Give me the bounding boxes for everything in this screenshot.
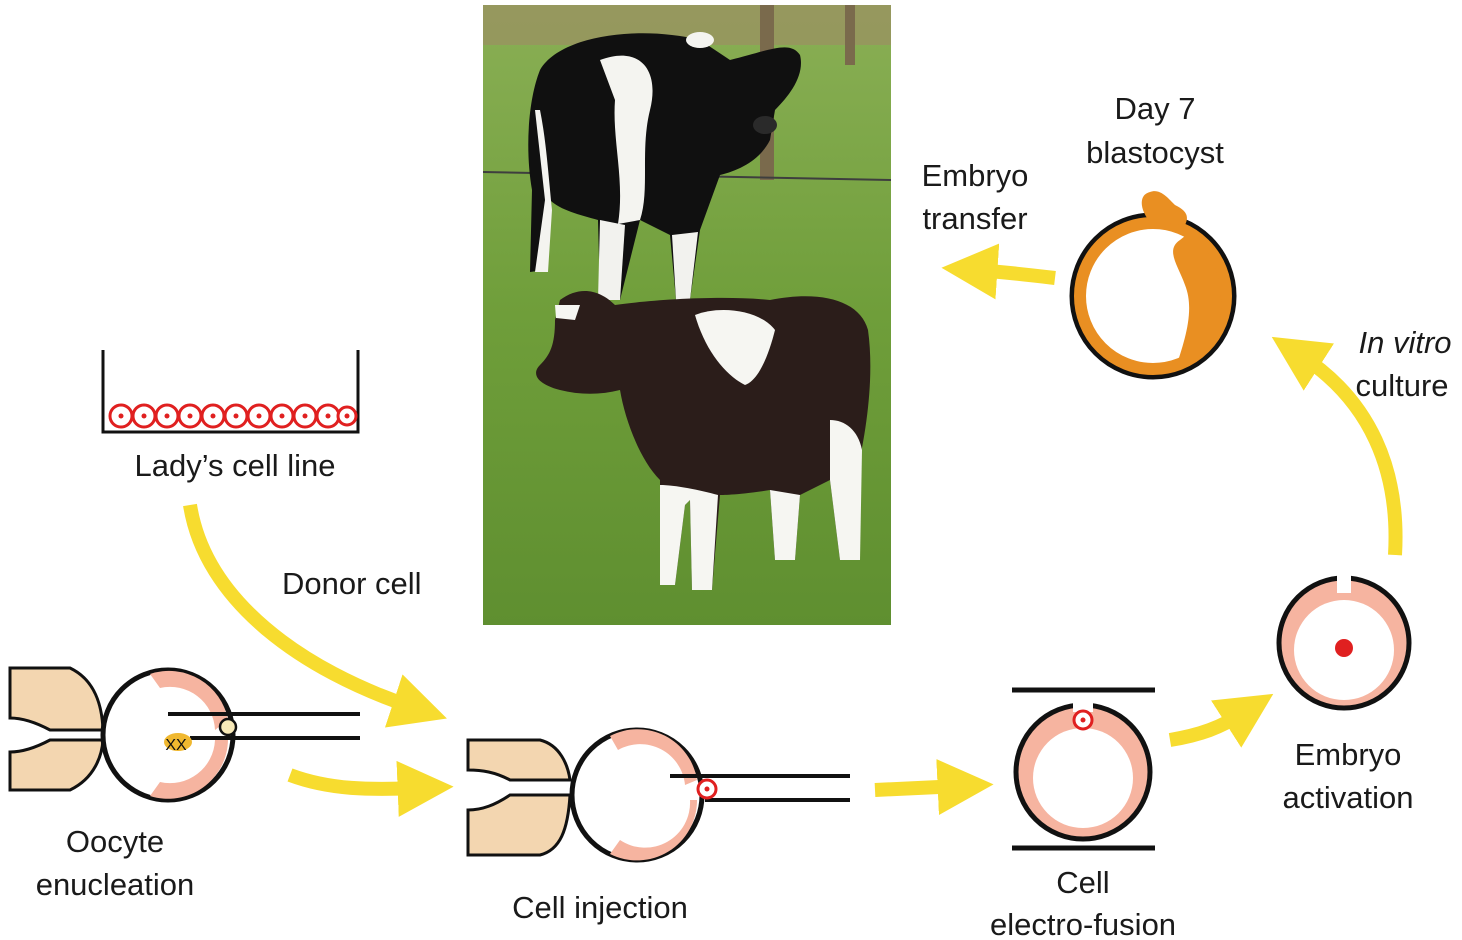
label-enucleation: enucleation xyxy=(36,867,195,902)
label-transfer-1: Embryo xyxy=(922,158,1029,193)
holding-pipette xyxy=(10,668,103,730)
label-oocyte: Oocyte xyxy=(66,824,164,859)
label-culture-2: culture xyxy=(1355,368,1448,403)
removed-nucleus xyxy=(220,719,236,735)
hatching-bulge xyxy=(1142,191,1187,225)
cultured-donor-cells xyxy=(110,405,356,427)
cow-and-calf-photo xyxy=(483,5,891,625)
embryo-activation xyxy=(1279,575,1409,708)
oocyte xyxy=(103,670,233,800)
label-blastocyst-1: Day 7 xyxy=(1115,91,1196,126)
label-cell-injection: Cell injection xyxy=(512,890,688,925)
cell-culture-dish xyxy=(103,350,358,432)
arrow-donor-cell xyxy=(190,505,415,708)
label-fusion-2: electro-fusion xyxy=(990,907,1176,940)
arrow-fusion-to-activation xyxy=(1170,712,1245,740)
chromosome-label: XX xyxy=(165,737,187,754)
arrow-injection-to-fusion xyxy=(875,786,960,790)
label-fusion-1: Cell xyxy=(1056,865,1109,900)
arrow-enucleation-to-injection xyxy=(290,775,420,789)
label-transfer-2: transfer xyxy=(922,201,1027,236)
label-activation-1: Embryo xyxy=(1295,737,1402,772)
label-activation-2: activation xyxy=(1283,780,1414,815)
fused-nucleus xyxy=(1335,639,1353,657)
cell-injection xyxy=(468,729,850,860)
label-culture-1: In vitro xyxy=(1358,325,1451,360)
day7-blastocyst xyxy=(1073,191,1233,376)
label-cell-line: Lady’s cell line xyxy=(134,448,335,483)
label-donor-cell: Donor cell xyxy=(282,566,422,601)
arrow-embryo-transfer xyxy=(975,270,1055,278)
cell-electro-fusion xyxy=(1012,690,1155,848)
label-blastocyst-2: blastocyst xyxy=(1086,135,1224,170)
